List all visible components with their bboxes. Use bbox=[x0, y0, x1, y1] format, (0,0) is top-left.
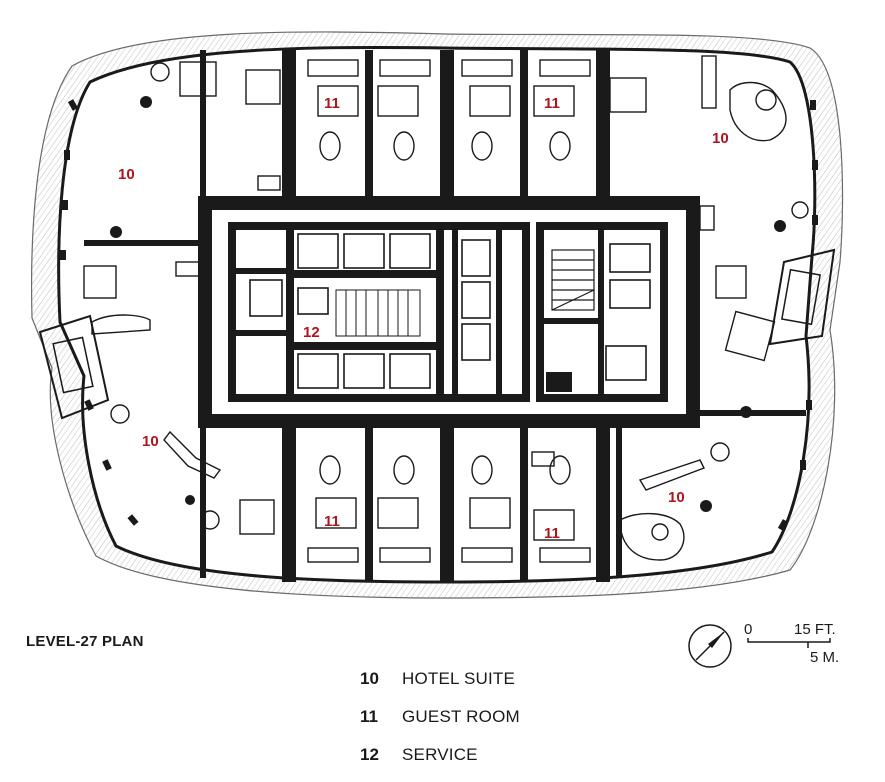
legend-name: GUEST ROOM bbox=[402, 707, 520, 726]
round-columns bbox=[110, 96, 786, 512]
legend-name: SERVICE bbox=[402, 745, 478, 764]
scale-and-north: 0 15 FT. 5 M. bbox=[688, 621, 839, 668]
perimeter-columns bbox=[60, 99, 818, 531]
room-label-guest-3: 11 bbox=[324, 513, 340, 530]
room-label-suite-ne: 10 bbox=[712, 130, 729, 147]
unit-walls bbox=[84, 50, 806, 582]
scale-feet: 15 FT. bbox=[794, 621, 836, 638]
legend-item: 11 GUEST ROOM bbox=[360, 698, 520, 736]
room-label-guest-4: 11 bbox=[544, 525, 560, 542]
legend-number: 11 bbox=[360, 707, 378, 726]
scale-meters: 5 M. bbox=[810, 649, 839, 666]
room-label-service: 12 bbox=[303, 324, 320, 341]
legend-number: 10 bbox=[360, 669, 379, 688]
scale-zero: 0 bbox=[744, 621, 752, 638]
room-label-suite-sw: 10 bbox=[142, 433, 159, 450]
plan-title: LEVEL-27 PLAN bbox=[26, 633, 144, 650]
north-arrow-icon bbox=[688, 624, 732, 668]
legend-number: 12 bbox=[360, 745, 379, 764]
corner-balconies bbox=[38, 248, 836, 420]
service-core bbox=[198, 196, 700, 428]
scale-bar bbox=[747, 638, 831, 648]
room-label-suite-se: 10 bbox=[668, 489, 685, 506]
legend: 10 HOTEL SUITE 11 GUEST ROOM 12 SERVICE bbox=[360, 660, 520, 774]
room-label-suite-nw: 10 bbox=[118, 166, 135, 183]
legend-name: HOTEL SUITE bbox=[402, 669, 516, 688]
legend-item: 12 SERVICE bbox=[360, 736, 520, 774]
floor-plan: 10 10 10 10 11 11 11 11 12 bbox=[30, 31, 844, 599]
legend-item: 10 HOTEL SUITE bbox=[360, 660, 520, 698]
room-label-guest-2: 11 bbox=[544, 95, 560, 112]
room-label-guest-1: 11 bbox=[324, 95, 340, 112]
furniture bbox=[83, 55, 809, 563]
